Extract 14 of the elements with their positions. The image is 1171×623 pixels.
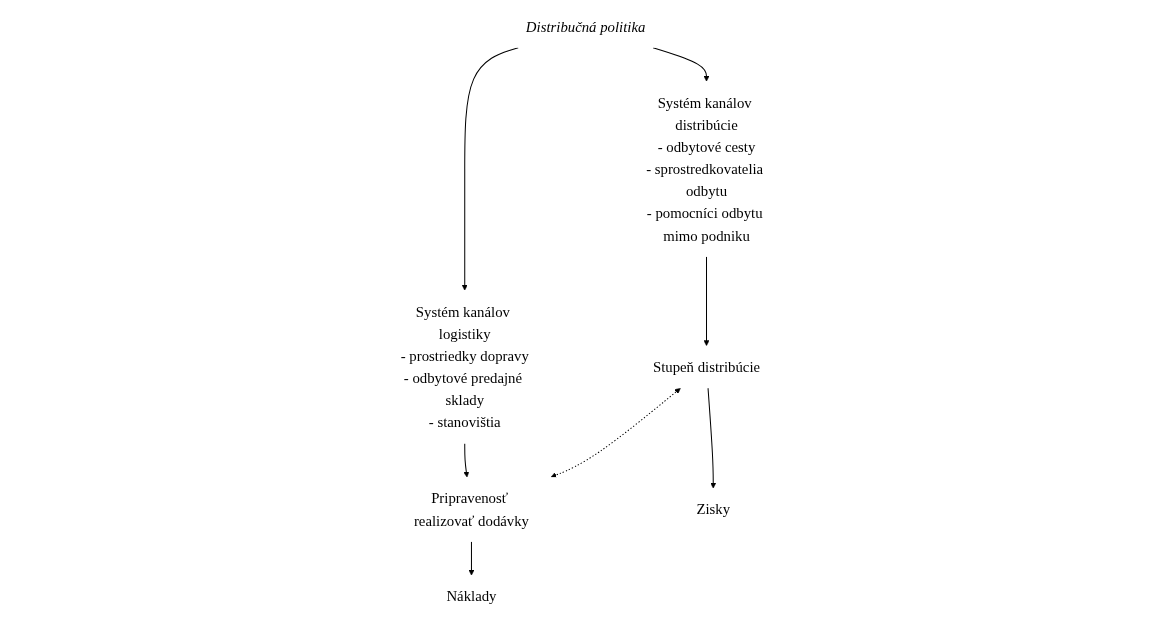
node-text: Náklady	[446, 588, 497, 605]
arrow	[703, 256, 710, 347]
arrow	[707, 387, 717, 489]
node-text: Pripravenosť realizovať dodávky	[413, 489, 529, 529]
arrow	[652, 47, 710, 82]
node-text: Zisky	[696, 501, 730, 518]
arrow	[463, 443, 470, 478]
arrow	[461, 47, 519, 291]
arrow	[468, 541, 475, 576]
node-text: Stupeň distribúcie	[652, 358, 760, 376]
node-text: Systém kanálov logistiky - prostriedky dopravy - odbytové predajné sklady - stanovištia	[400, 303, 529, 431]
node-text: Systém kanálov distribúcie - odbytové cesty - sprostredkovatelia odbytu - pomocníci odbytu mimo podniku	[646, 94, 764, 244]
node-text: Distribučná politika	[525, 18, 646, 35]
arrow	[550, 388, 681, 478]
